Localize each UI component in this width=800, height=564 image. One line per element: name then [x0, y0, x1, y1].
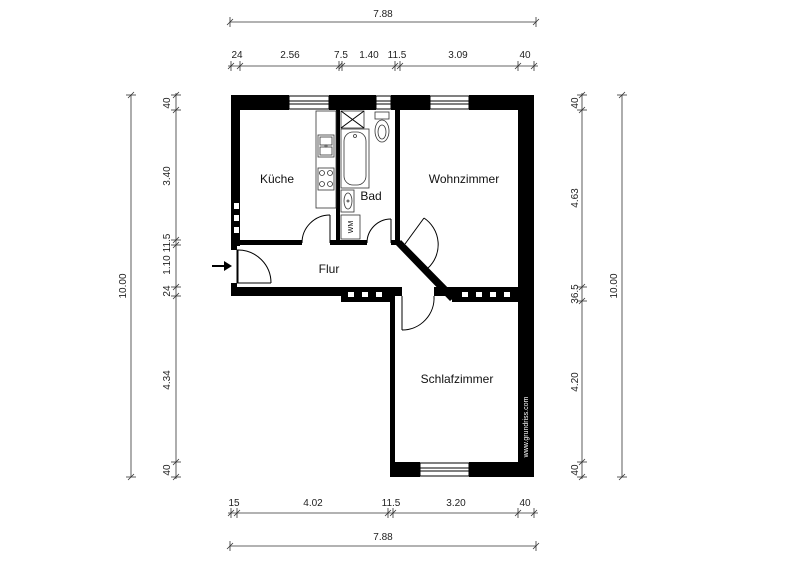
dimension-top-segment-label: 40 — [519, 50, 531, 61]
dimension-right-segment-label: 40 — [570, 97, 581, 109]
dimension-right-segment-label: 36.5 — [570, 284, 581, 304]
dimension-right-segment-label: 4.63 — [570, 188, 581, 208]
dimension-right-segment-label: 40 — [570, 464, 581, 476]
watermark: www.grundriss.com — [523, 396, 530, 458]
dimension-left-segments: 40 3.40 11.5 1.10 24 4.34 40 — [162, 91, 181, 481]
dimension-left-segment-label: 40 — [162, 464, 173, 476]
room-label-hall: Flur — [319, 262, 340, 276]
dimension-top-segment-label: 24 — [231, 50, 243, 61]
kitchen-counter — [315, 110, 337, 209]
dimension-right-segment-label: 4.20 — [570, 372, 581, 392]
dimension-left-segment-label: 1.10 — [162, 255, 173, 275]
dimension-left-total-label: 10.00 — [118, 273, 129, 298]
dimension-right-segments: 40 4.63 36.5 4.20 40 — [570, 91, 587, 481]
dimension-bottom-total: 7.88 — [226, 532, 540, 551]
dimension-left-segment-label: 3.40 — [162, 166, 173, 186]
washing-machine: WM — [340, 214, 361, 240]
room-label-living: Wohnzimmer — [429, 172, 499, 186]
washer-label: WM — [348, 221, 355, 234]
dimension-left-segment-label: 24 — [162, 285, 173, 297]
dimension-top-segment-label: 1.40 — [359, 50, 379, 61]
dimension-bottom-total-label: 7.88 — [373, 532, 393, 543]
dimension-top-segment-label: 3.09 — [448, 50, 468, 61]
dimension-top-segment-label: 2.56 — [280, 50, 300, 61]
wall-window-slots — [234, 203, 510, 297]
bathtub — [340, 128, 370, 189]
dimension-left-segment-label: 11.5 — [162, 233, 173, 252]
inner-walls — [231, 110, 456, 301]
room-label-bath: Bad — [360, 189, 381, 203]
doors — [236, 214, 439, 331]
dimension-right-total-label: 10.00 — [609, 273, 620, 298]
dimension-bottom-segment-label: 11.5 — [382, 498, 401, 509]
outer-walls — [231, 95, 534, 477]
dimension-top-segments: 24 2.56 7.5 1.40 11.5 3.09 40 — [227, 50, 538, 71]
wash-basin — [340, 189, 355, 213]
dimension-left-total: 10.00 — [118, 91, 136, 481]
dimension-bottom-segment-label: 40 — [519, 498, 531, 509]
dimension-bottom-segment-label: 3.20 — [446, 498, 466, 509]
dimension-top-total-label: 7.88 — [373, 9, 393, 20]
toilet-icon — [374, 111, 390, 143]
entrance-arrow-icon — [212, 261, 232, 271]
dimension-bottom-segments: 15 4.02 11.5 3.20 40 — [227, 498, 538, 518]
shower-cabinet — [340, 110, 365, 129]
dimension-top-segment-label: 7.5 — [334, 50, 348, 61]
room-label-bedroom: Schlafzimmer — [421, 372, 494, 386]
dimension-top-segment-label: 11.5 — [388, 50, 407, 61]
dimension-bottom-segment-label: 4.02 — [303, 498, 323, 509]
dimension-top-total: 7.88 — [226, 9, 540, 27]
dimension-left-segment-label: 40 — [162, 97, 173, 109]
windows — [288, 95, 470, 477]
dimension-left-segment-label: 4.34 — [162, 370, 173, 390]
dimension-bottom-segment-label: 15 — [228, 498, 240, 509]
dimension-right-total: 10.00 — [609, 91, 627, 481]
room-label-kitchen: Küche — [260, 172, 294, 186]
